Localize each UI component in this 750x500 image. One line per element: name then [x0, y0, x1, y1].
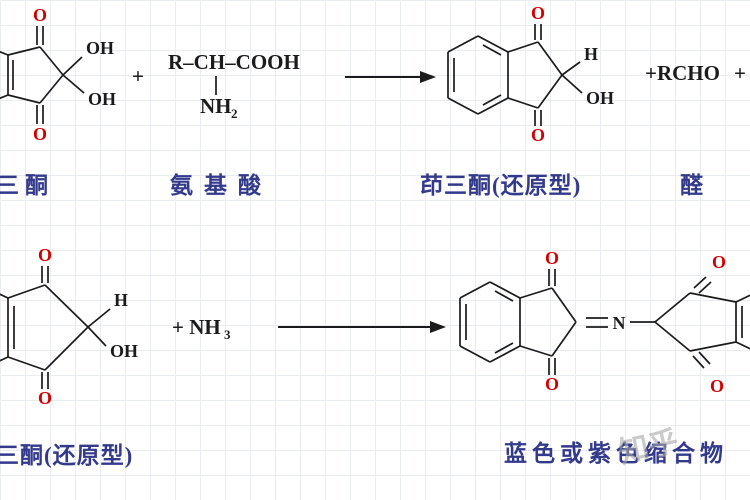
- amino-acid-structure: R–CH–COOH NH 2: [168, 50, 300, 121]
- hydroxyl-group: OH: [88, 89, 116, 109]
- amine-group: NH: [200, 94, 232, 118]
- hydrogen-atom: H: [584, 44, 598, 64]
- reduced-ninhydrin-structure-top: O O H OH: [447, 3, 614, 145]
- oxygen-atom: O: [38, 245, 52, 265]
- oxygen-atom: O: [712, 252, 726, 272]
- trailing-plus: +: [734, 61, 746, 85]
- oxygen-atom: O: [38, 388, 52, 408]
- hydroxyl-group: OH: [110, 341, 138, 361]
- label-aldehyde: 醛: [680, 173, 703, 198]
- label-amino-acid: 氨基酸: [170, 173, 272, 198]
- ammonia-subscript: 3: [224, 327, 231, 342]
- reduced-ninhydrin-structure-bottom-left: O O H OH: [0, 245, 138, 408]
- arrow-head: [430, 321, 446, 333]
- reaction-arrow-bottom: [278, 321, 446, 333]
- oxygen-atom: O: [710, 376, 724, 396]
- amine-subscript: 2: [231, 106, 238, 121]
- amino-acid-formula: R–CH–COOH: [168, 50, 300, 74]
- ninhydrin-structure: O O OH OH: [0, 5, 116, 144]
- ammonia-formula: + NH: [172, 315, 221, 339]
- label-condensation-product: 蓝色或紫色缩合物: [504, 441, 728, 466]
- oxygen-atom: O: [545, 374, 559, 394]
- nitrogen-atom: N: [613, 313, 626, 333]
- label-reduced-ninhydrin: 茚三酮(还原型): [420, 173, 582, 198]
- oxygen-atom: O: [531, 3, 545, 23]
- oxygen-atom: O: [545, 248, 559, 268]
- hydroxyl-group: OH: [586, 88, 614, 108]
- oxygen-atom: O: [33, 124, 47, 144]
- hydrogen-atom: H: [114, 290, 128, 310]
- label-ninhydrin: 三酮: [0, 173, 54, 198]
- hydroxyl-group: OH: [86, 38, 114, 58]
- oxygen-atom: O: [531, 125, 545, 145]
- label-reduced-ninhydrin-bottom: 三酮(还原型): [0, 443, 134, 468]
- oxygen-atom: O: [33, 5, 47, 25]
- aldehyde-terms: +RCHO: [645, 61, 720, 85]
- ammonia-term: + NH 3: [172, 315, 231, 342]
- reaction-arrow-top: [345, 71, 436, 83]
- condensation-product-structure: O O N O O: [459, 248, 750, 396]
- plus-sign: +: [132, 64, 144, 88]
- arrow-head: [420, 71, 436, 83]
